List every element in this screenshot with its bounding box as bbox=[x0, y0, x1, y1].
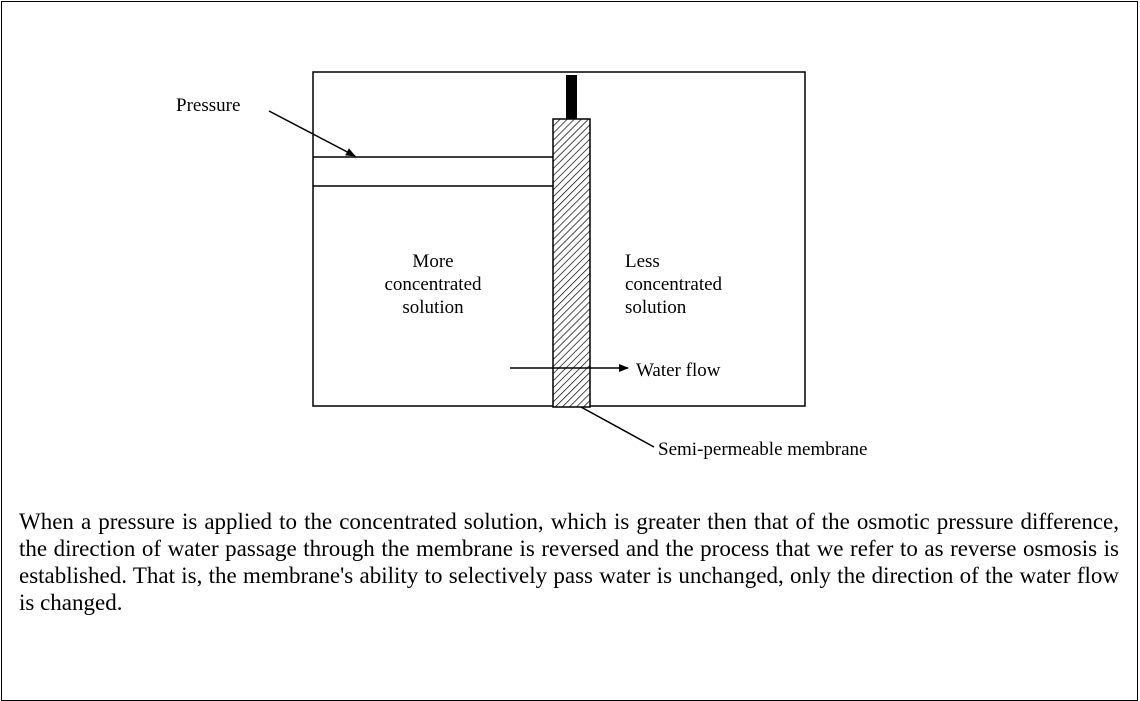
membrane-pointer-line bbox=[580, 406, 655, 448]
pressure-label: Pressure bbox=[176, 95, 241, 116]
pressure-arrow bbox=[268, 110, 356, 157]
explanation-paragraph: When a pressure is applied to the concen… bbox=[19, 509, 1119, 615]
more-concentrated-label: More concentrated solution bbox=[384, 251, 482, 318]
semi-permeable-membrane bbox=[552, 118, 591, 408]
less-concentrated-label: Less concentrated solution bbox=[625, 251, 723, 318]
reverse-osmosis-diagram bbox=[268, 71, 806, 448]
membrane-holder bbox=[566, 75, 577, 119]
water-flow-label: Water flow bbox=[636, 360, 721, 381]
membrane-label: Semi-permeable membrane bbox=[658, 439, 868, 460]
